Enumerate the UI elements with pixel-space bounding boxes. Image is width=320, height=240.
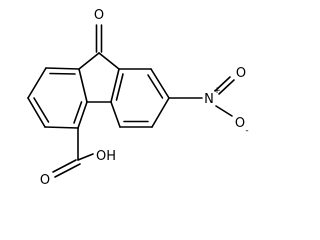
right-benzene-ring [110,68,170,128]
bond-c9-c9a [78,52,100,70]
bond-n-o-top-a [214,76,231,92]
ketone-group: O [94,8,104,53]
nitro-oxygen-bottom-label: O [235,116,245,131]
bond-c3-c4 [44,126,79,129]
bond-c4b-c8a [110,68,120,103]
carboxylic-acid-group: OH O [40,127,116,188]
bond-c7-c6 [151,97,170,128]
bond-c9-c8a [98,52,120,70]
bond-c-o-double-a [52,159,77,173]
bond-c9a-c1 [45,67,80,70]
bond-c2-c3 [27,97,46,128]
bond-c1-c2 [27,67,47,99]
bond-n-o-bottom [215,105,233,117]
bond-c4b-c8a-inner [115,73,124,101]
bond-n-o-top-b [218,79,235,95]
bond-c4-c4a [77,101,88,129]
ketone-oxygen-label: O [94,8,104,23]
molecule-structure: O N + O O - [27,8,249,188]
bond-c4-c4a-inner [73,101,83,124]
bond-c5-c4b [110,101,121,128]
bond-c-oh [77,153,94,161]
nitro-group: N + O O - [168,66,249,136]
acid-hydroxyl-label: OH [96,149,116,164]
nitro-nitrogen-label: N [204,92,214,107]
nitro-oxygen-top-label: O [236,66,246,81]
nitro-nitrogen-charge: + [213,86,221,96]
bond-c9a-c1-inner [49,72,76,75]
acid-oxygen-label: O [40,173,50,188]
nitro-oxygen-charge: - [245,126,248,136]
bond-c-o-double-b [54,163,81,178]
bond-c4a-c9a [78,68,88,103]
bond-c8-c7-inner [147,74,164,99]
bond-c2-c3-inner [33,97,50,123]
bond-c8-c7 [150,68,170,99]
left-benzene-ring [27,67,88,129]
five-membered-ring [78,52,120,103]
